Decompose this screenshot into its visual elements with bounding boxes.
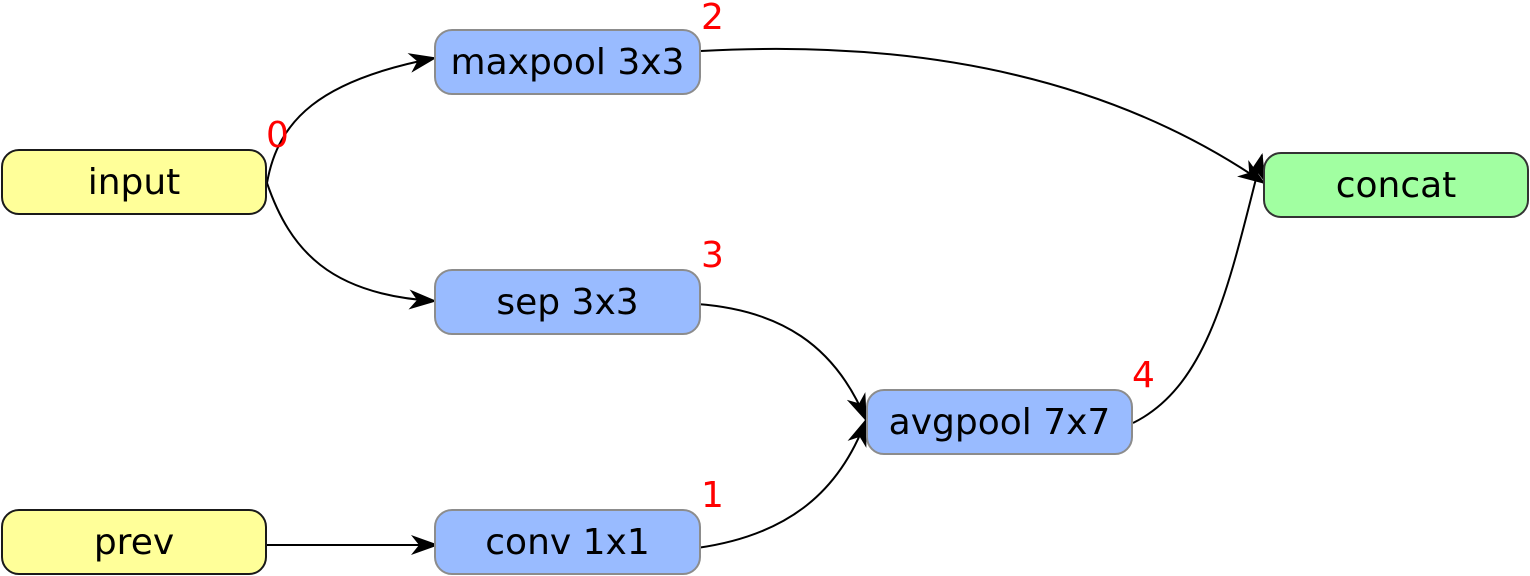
step-label-3: 3 xyxy=(701,235,724,276)
edge-sep-to-avgpool xyxy=(696,303,867,422)
node-avgpool-label: avgpool 7x7 xyxy=(888,401,1111,443)
edge-input-to-maxpool xyxy=(266,53,437,184)
step-label-1: 1 xyxy=(701,475,724,516)
node-sep-label: sep 3x3 xyxy=(496,281,639,323)
node-prev-label: prev xyxy=(93,521,175,563)
node-input-label: input xyxy=(87,161,181,203)
edge-input-to-sep xyxy=(266,182,437,310)
node-concat: concat xyxy=(1263,152,1529,218)
edge-conv-to-avgpool xyxy=(696,418,867,549)
node-conv: conv 1x1 xyxy=(434,509,701,575)
node-maxpool: maxpool 3x3 xyxy=(434,29,701,95)
node-maxpool-label: maxpool 3x3 xyxy=(450,41,685,83)
node-avgpool: avgpool 7x7 xyxy=(866,389,1133,455)
step-label-4: 4 xyxy=(1132,355,1155,396)
node-sep: sep 3x3 xyxy=(434,269,701,335)
node-input: input xyxy=(1,149,267,215)
edge-avgpool-to-concat xyxy=(1132,153,1266,424)
edge-maxpool-to-concat xyxy=(700,47,1266,185)
node-concat-label: concat xyxy=(1335,164,1457,206)
node-prev: prev xyxy=(1,509,267,575)
step-label-2: 2 xyxy=(701,0,724,38)
step-label-0: 0 xyxy=(266,115,289,156)
node-conv-label: conv 1x1 xyxy=(485,521,650,563)
